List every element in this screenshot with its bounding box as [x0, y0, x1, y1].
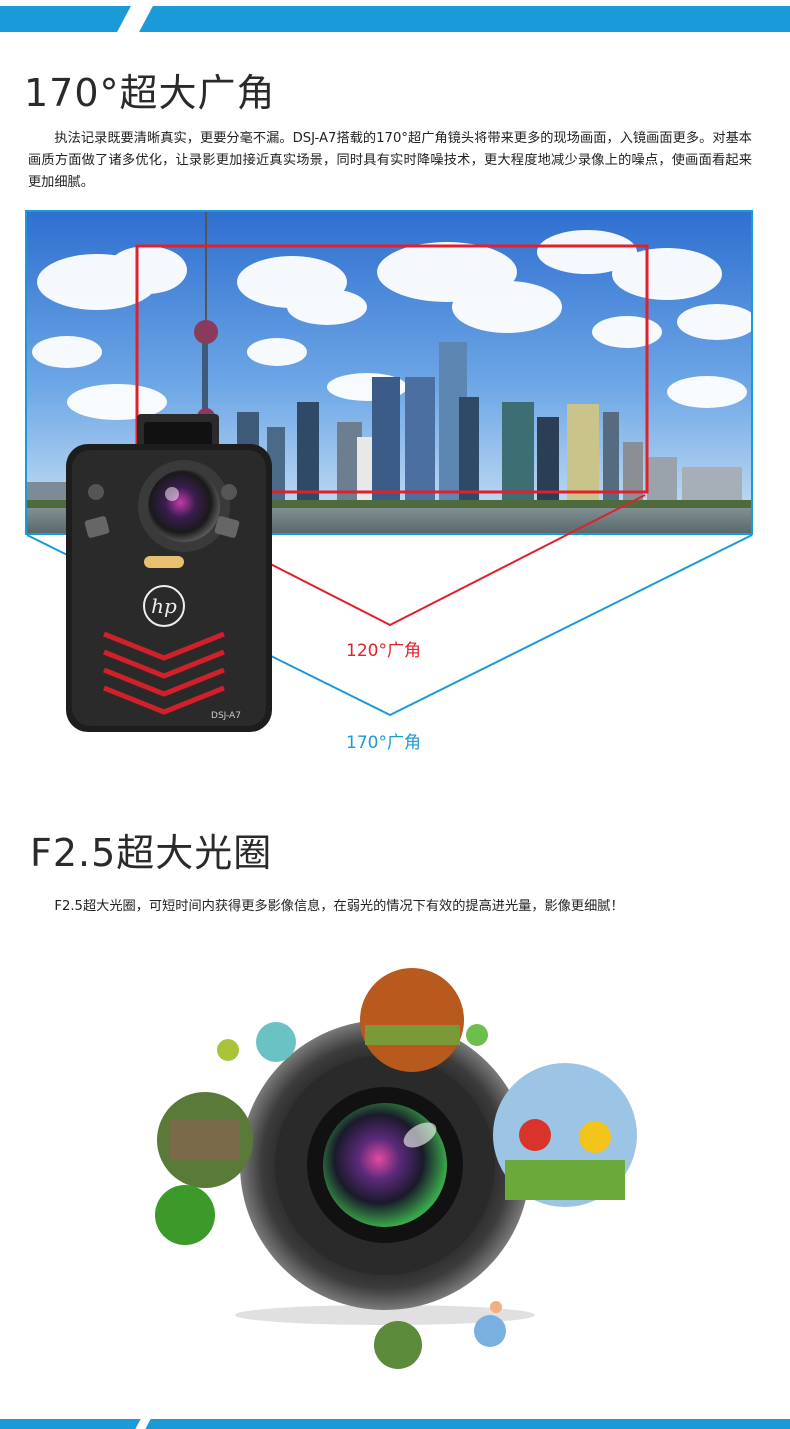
device-logo: hp: [151, 594, 177, 618]
frame-120-rect: [135, 244, 649, 494]
section2-title: F2.5超大光圈: [30, 831, 273, 875]
label-120-wide-angle: 120°广角: [346, 641, 421, 661]
section2-description: F2.5超大光圈，可短时间内获得更多影像信息，在弱光的情况下有效的提高进光量，影…: [54, 899, 624, 914]
body-camera-device: hp DSJ-A7: [66, 414, 272, 732]
bottom-decor-bar: [0, 1419, 790, 1429]
device-model-label: DSJ-A7: [211, 711, 241, 721]
aperture-lens-illustration: [155, 968, 637, 1369]
section1-description: 执法记录既要清晰真实，更要分毫不漏。DSJ-A7搭载的170°超广角镜头将带来更…: [28, 131, 752, 190]
top-decor-bar: [0, 6, 790, 32]
label-170-wide-angle: 170°广角: [346, 733, 421, 753]
section1-title: 170°超大广角: [24, 71, 276, 115]
